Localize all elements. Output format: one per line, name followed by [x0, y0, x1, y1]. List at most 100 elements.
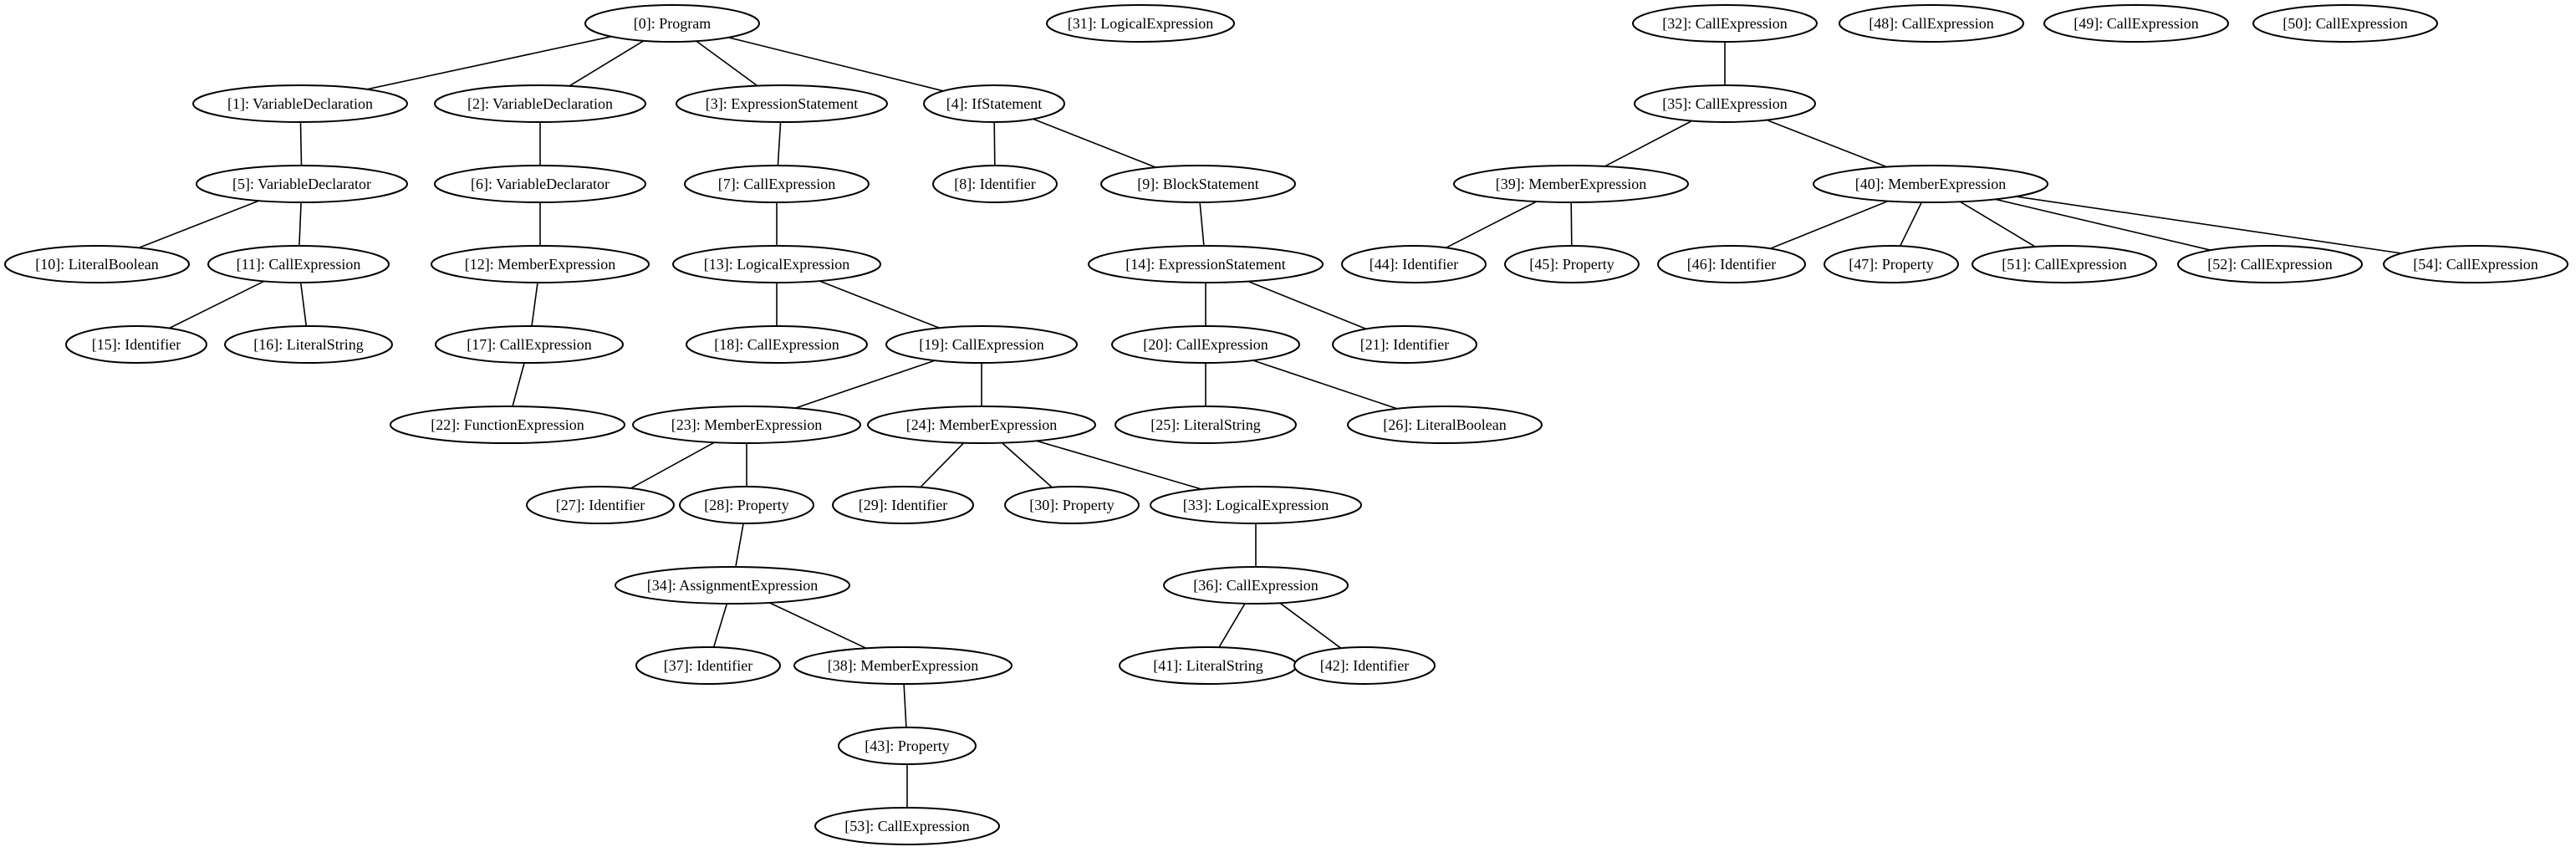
- node-33: [33]: LogicalExpression: [1150, 486, 1362, 524]
- node-50-ellipse: [2252, 4, 2438, 43]
- node-20-label: [20]: CallExpression: [1143, 336, 1268, 353]
- node-53-label: [53]: CallExpression: [844, 818, 969, 834]
- node-27: [27]: Identifier: [526, 486, 675, 524]
- node-5-label: [5]: VariableDeclarator: [232, 176, 371, 192]
- node-52: [52]: CallExpression: [2177, 245, 2363, 283]
- node-34-label: [34]: AssignmentExpression: [647, 577, 819, 594]
- edge-28-34: [735, 523, 744, 568]
- node-8: [8]: Identifier: [932, 165, 1058, 203]
- edge-12-17: [531, 282, 538, 327]
- edge-0-4: [728, 37, 944, 92]
- node-20-ellipse: [1111, 325, 1300, 364]
- edge-4-9: [1033, 118, 1156, 168]
- node-51-label: [51]: CallExpression: [2002, 256, 2126, 273]
- node-7: [7]: CallExpression: [684, 165, 870, 203]
- node-50-label: [50]: CallExpression: [2283, 15, 2407, 32]
- node-29: [29]: Identifier: [832, 486, 974, 524]
- edge-0-1: [366, 35, 612, 90]
- node-52-label: [52]: CallExpression: [2207, 256, 2332, 273]
- node-11-label: [11]: CallExpression: [237, 256, 361, 273]
- edge-34-38: [768, 602, 867, 650]
- node-42: [42]: Identifier: [1293, 646, 1436, 685]
- edge-24-30: [1001, 442, 1053, 488]
- node-43-label: [43]: Property: [865, 737, 949, 754]
- edge-40-47: [1899, 202, 1923, 247]
- node-18-ellipse: [686, 325, 868, 364]
- node-54-label: [54]: CallExpression: [2413, 256, 2538, 273]
- edge-11-15: [168, 280, 265, 329]
- node-31: [31]: LogicalExpression: [1046, 4, 1235, 43]
- node-42-ellipse: [1293, 646, 1436, 685]
- node-28-label: [28]: Property: [704, 497, 788, 513]
- node-45-ellipse: [1504, 245, 1640, 283]
- node-17-ellipse: [435, 325, 624, 364]
- node-39-label: [39]: MemberExpression: [1496, 176, 1646, 192]
- node-17: [17]: CallExpression: [435, 325, 624, 364]
- node-36-label: [36]: CallExpression: [1193, 577, 1318, 594]
- node-13: [13]: LogicalExpression: [672, 245, 881, 283]
- node-46: [46]: Identifier: [1657, 245, 1806, 283]
- node-49-label: [49]: CallExpression: [2074, 15, 2198, 32]
- node-36-ellipse: [1163, 566, 1349, 605]
- node-8-ellipse: [932, 165, 1058, 203]
- node-43: [43]: Property: [838, 727, 977, 765]
- edge-5-10: [138, 200, 259, 249]
- node-17-label: [17]: CallExpression: [467, 336, 591, 353]
- edge-0-3: [696, 40, 758, 87]
- node-27-ellipse: [526, 486, 675, 524]
- node-49-ellipse: [2043, 4, 2229, 43]
- node-40-label: [40]: MemberExpression: [1855, 176, 2006, 192]
- node-15-ellipse: [65, 325, 207, 364]
- node-25-label: [25]: LiteralString: [1150, 416, 1260, 433]
- node-53-ellipse: [814, 807, 1000, 845]
- node-45-label: [45]: Property: [1529, 256, 1614, 273]
- node-48-ellipse: [1839, 4, 2024, 43]
- node-41-label: [41]: LiteralString: [1153, 657, 1262, 674]
- node-18: [18]: CallExpression: [686, 325, 868, 364]
- node-47-ellipse: [1824, 245, 1959, 283]
- node-10-ellipse: [4, 245, 190, 283]
- node-13-label: [13]: LogicalExpression: [704, 256, 849, 273]
- node-41: [41]: LiteralString: [1119, 646, 1298, 685]
- node-47-label: [47]: Property: [1849, 256, 1933, 273]
- node-26-label: [26]: LiteralBoolean: [1383, 416, 1506, 433]
- node-49: [49]: CallExpression: [2043, 4, 2229, 43]
- node-30: [30]: Property: [1004, 486, 1140, 524]
- node-13-ellipse: [672, 245, 881, 283]
- node-4: [4]: IfStatement: [923, 84, 1065, 123]
- node-31-label: [31]: LogicalExpression: [1068, 15, 1213, 32]
- edge-5-11: [298, 202, 302, 247]
- edge-3-7: [777, 121, 782, 166]
- node-51: [51]: CallExpression: [1972, 245, 2157, 283]
- node-12: [12]: MemberExpression: [431, 245, 650, 283]
- node-16: [16]: LiteralString: [224, 325, 393, 364]
- edge-1-5: [299, 121, 303, 166]
- node-22: [22]: FunctionExpression: [390, 406, 625, 444]
- node-5: [5]: VariableDeclarator: [196, 165, 408, 203]
- node-24: [24]: MemberExpression: [867, 406, 1096, 444]
- node-48-label: [48]: CallExpression: [1869, 15, 1993, 32]
- node-46-label: [46]: Identifier: [1687, 256, 1776, 273]
- edge-24-29: [920, 442, 965, 488]
- node-37: [37]: Identifier: [635, 646, 781, 685]
- node-40-ellipse: [1813, 165, 2048, 203]
- edge-40-54: [2016, 196, 2402, 254]
- node-54: [54]: CallExpression: [2383, 245, 2568, 283]
- node-23: [23]: MemberExpression: [632, 406, 861, 444]
- node-5-ellipse: [196, 165, 408, 203]
- node-52-ellipse: [2177, 245, 2363, 283]
- node-53: [53]: CallExpression: [814, 807, 1000, 845]
- edge-4-8: [993, 121, 996, 166]
- node-47: [47]: Property: [1824, 245, 1959, 283]
- edge-9-14: [1199, 202, 1205, 247]
- node-51-ellipse: [1972, 245, 2157, 283]
- node-3: [3]: ExpressionStatement: [676, 84, 888, 123]
- node-37-label: [37]: Identifier: [664, 657, 752, 674]
- edge-40-46: [1770, 200, 1889, 250]
- node-33-label: [33]: LogicalExpression: [1183, 497, 1329, 513]
- node-54-ellipse: [2383, 245, 2568, 283]
- edge-24-33: [1036, 440, 1202, 490]
- node-44: [44]: Identifier: [1341, 245, 1487, 283]
- node-2-label: [2]: VariableDeclaration: [467, 95, 613, 112]
